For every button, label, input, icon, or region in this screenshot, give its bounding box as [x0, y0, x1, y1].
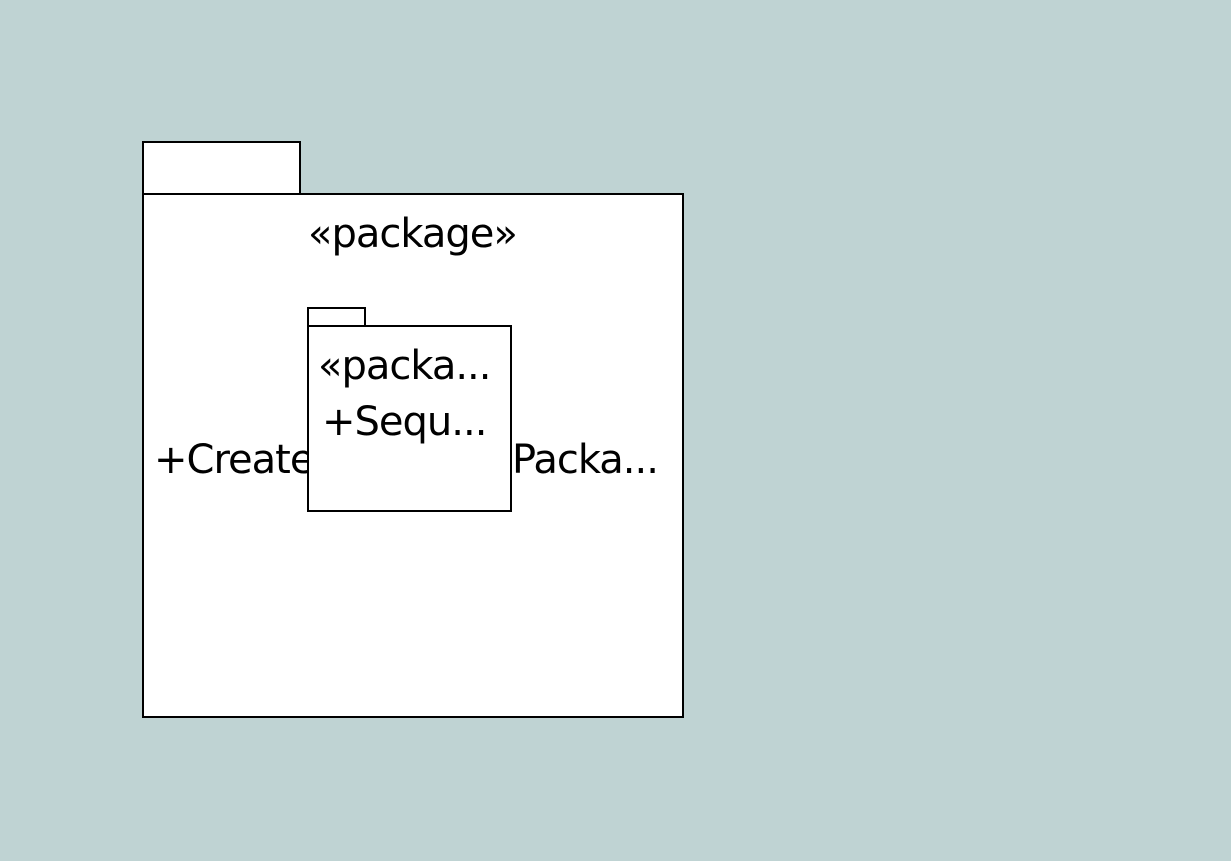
inner-package-member: +Sequ...: [322, 399, 487, 445]
outer-package-member-left: +Create: [154, 437, 314, 483]
inner-package-stereotype: «packa...: [318, 343, 491, 389]
outer-package-stereotype: «package»: [308, 211, 518, 257]
outer-package-tab[interactable]: [142, 141, 301, 196]
outer-package-member-right: Packa...: [512, 437, 659, 483]
inner-package-body[interactable]: [307, 325, 512, 512]
